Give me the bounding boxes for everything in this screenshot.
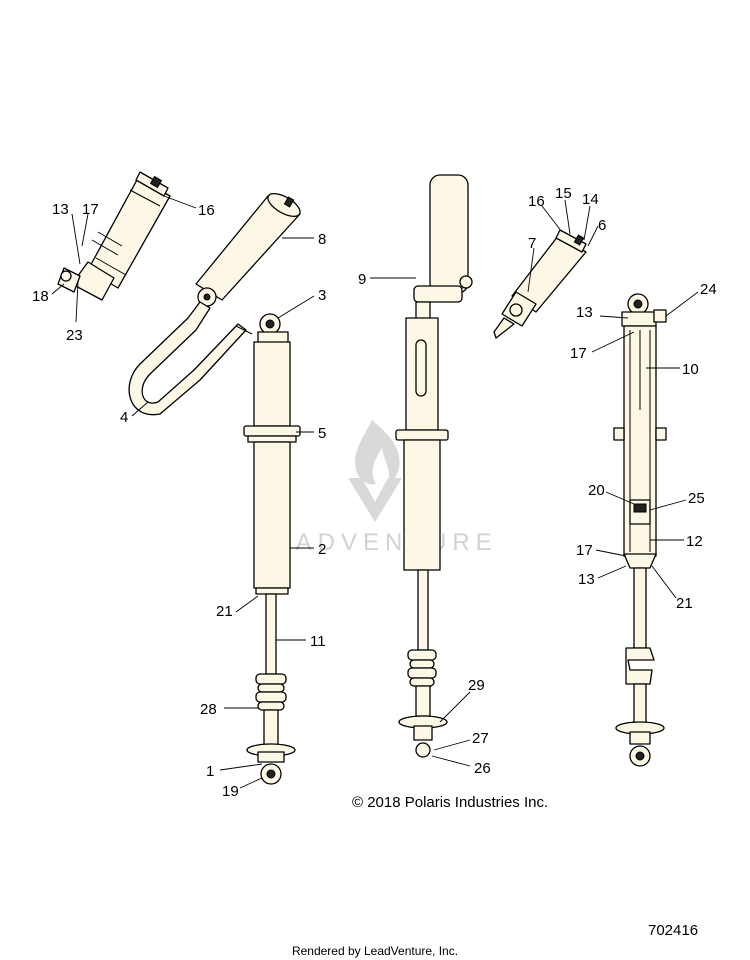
- callout-21-cutaway: 21: [676, 595, 693, 612]
- callout-17-cutaway-top: 17: [570, 345, 587, 362]
- reservoir-assembly-right: [493, 229, 587, 339]
- callout-13: 13: [52, 201, 69, 218]
- callout-6: 6: [598, 217, 606, 234]
- callout-5: 5: [318, 425, 326, 442]
- callout-23: 23: [66, 327, 83, 344]
- shock-assembly-piggyback: [395, 174, 473, 758]
- callout-14: 14: [582, 191, 599, 208]
- reservoir-assembly-left: [57, 171, 171, 301]
- shock-cutaway-view: [613, 293, 667, 767]
- copyright-notice: © 2018 Polaris Industries Inc.: [352, 794, 548, 811]
- footer-credit: Rendered by LeadVenture, Inc.: [292, 944, 458, 958]
- leadventure-watermark-logo: LEADVENTURE: [254, 420, 497, 556]
- callout-17-cutaway-bottom: 17: [576, 542, 593, 559]
- callout-labels: 13 17 16 18 23 8 3 4 5 2 21 11 28 1 19 9…: [32, 185, 717, 800]
- leader-lines: [51, 195, 699, 789]
- callout-10: 10: [682, 361, 699, 378]
- callout-28: 28: [200, 701, 217, 718]
- callout-26: 26: [474, 760, 491, 777]
- callout-2: 2: [318, 541, 326, 558]
- watermark-text: LEADVENTURE: [254, 529, 497, 556]
- callout-12: 12: [686, 533, 703, 550]
- callout-17: 17: [82, 201, 99, 218]
- callout-19: 19: [222, 783, 239, 800]
- callout-21: 21: [216, 603, 233, 620]
- callout-16-right: 16: [528, 193, 545, 210]
- callout-4: 4: [120, 409, 128, 426]
- callout-3: 3: [318, 287, 326, 304]
- callout-11: 11: [310, 633, 326, 650]
- callout-7: 7: [528, 235, 536, 252]
- diagram-number: 702416: [648, 922, 698, 939]
- callout-15: 15: [555, 185, 572, 202]
- callout-1: 1: [206, 763, 214, 780]
- callout-13-cutaway-top: 13: [576, 304, 593, 321]
- callout-29: 29: [468, 677, 485, 694]
- callout-16: 16: [198, 202, 215, 219]
- shock-assembly-remote-reservoir: [128, 192, 301, 785]
- callout-20: 20: [588, 482, 605, 499]
- callout-9: 9: [358, 271, 366, 288]
- callout-13-cutaway-bottom: 13: [578, 571, 595, 588]
- callout-27: 27: [472, 730, 489, 747]
- callout-18: 18: [32, 288, 49, 305]
- callout-24: 24: [700, 281, 717, 298]
- callout-8: 8: [318, 231, 326, 248]
- callout-25: 25: [688, 490, 705, 507]
